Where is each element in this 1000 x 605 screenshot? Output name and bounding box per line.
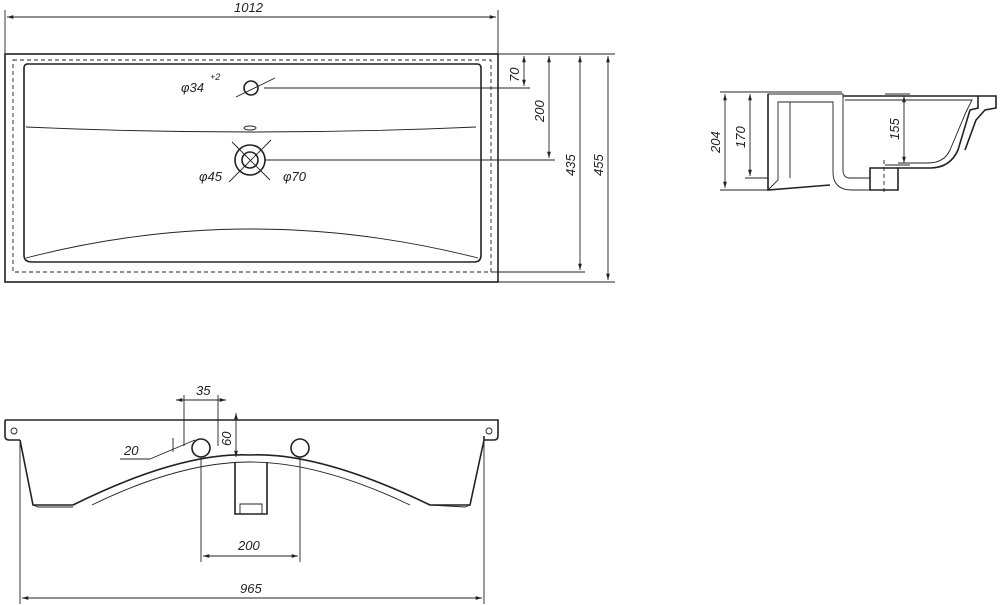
dim-200-front-label: 200: [237, 538, 260, 553]
tap-hole-leader: [235, 77, 276, 98]
mount-hole-left: [10, 427, 18, 435]
drain-outer-label: φ70: [283, 169, 307, 184]
bowl-section-inner: [845, 99, 973, 164]
front-bowl-inner: [91, 461, 411, 506]
section-wall-hatched: [767, 93, 871, 192]
dim-20-label: 20: [123, 443, 139, 458]
front-bowl-outline: [19, 439, 485, 506]
drain-stub: [869, 167, 899, 191]
section-right-lip: [964, 95, 997, 151]
top-view: φ34 +2 φ45 φ70 1012 70 200 435 455: [4, 0, 615, 283]
bowl-curve-upper: [25, 126, 477, 133]
front-siphon: [234, 462, 268, 515]
bowl-curve-lower: [25, 228, 479, 259]
dim-204-label: 204: [708, 131, 723, 154]
dim-435-label: 435: [563, 154, 578, 176]
width-1012-label: 1012: [234, 0, 264, 15]
drain-inner-label: φ45: [199, 169, 223, 184]
tap-hole-label: φ34: [181, 80, 204, 95]
tap-hole-tolerance: +2: [210, 72, 220, 82]
drain-leader-2: [231, 141, 271, 181]
side-section-view: 204 170 155: [708, 91, 997, 195]
dim-965-label: 965: [240, 581, 262, 596]
dim-170-label: 170: [733, 126, 748, 148]
mount-hole-right: [485, 427, 493, 435]
dim-60-label: 60: [219, 431, 234, 446]
dim-455-label: 455: [591, 154, 606, 176]
dim-35-label: 35: [196, 383, 211, 398]
front-view: 35 60 20 200 965: [4, 383, 499, 604]
drain-inner-circle: [241, 151, 259, 169]
drain-leader-1: [228, 139, 272, 183]
basin-hidden-edge: [12, 59, 492, 273]
dim-155-label: 155: [887, 118, 902, 140]
tap-hole-front-right: [290, 438, 310, 458]
front-top-slab: [5, 419, 499, 441]
basin-outline: [4, 53, 499, 283]
bowl-section-outline: [843, 95, 979, 169]
tap-hole-front-left: [191, 438, 211, 458]
bowl-inner-outline: [23, 63, 482, 263]
overflow-slot: [243, 125, 257, 131]
dim-200-label: 200: [532, 100, 547, 123]
dim-70-label: 70: [507, 67, 522, 82]
tap-hole: [243, 80, 259, 96]
